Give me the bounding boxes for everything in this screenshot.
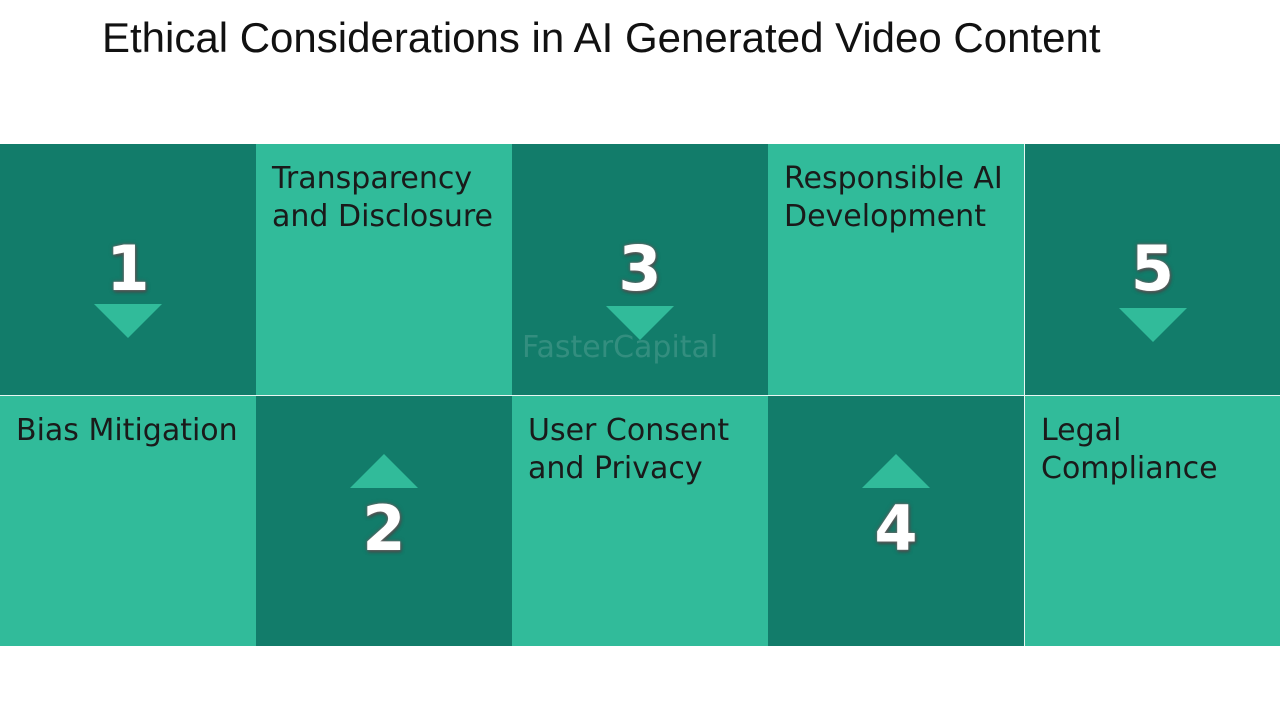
arrow-down-icon xyxy=(606,306,674,340)
arrow-down-icon xyxy=(1118,308,1187,342)
step-4-number: 4 xyxy=(874,492,918,565)
step-4-number-cell: 4 xyxy=(768,395,1024,646)
step-2-label: Transparency and Disclosure xyxy=(272,161,494,234)
step-4-label-cell: Responsible AI Development xyxy=(768,144,1024,395)
step-5-number: 5 xyxy=(1130,232,1175,305)
step-5-label-cell: Legal Compliance xyxy=(1024,395,1280,646)
step-2-number: 2 xyxy=(362,492,406,565)
step-3-label: User Consent and Privacy xyxy=(528,413,730,486)
step-4-label: Responsible AI Development xyxy=(784,161,1003,234)
step-3-label-cell: User Consent and Privacy xyxy=(512,395,768,646)
step-1-number-cell: 1 xyxy=(0,144,256,395)
arrow-up-icon xyxy=(862,454,930,488)
step-5-label: Legal Compliance xyxy=(1041,413,1218,486)
step-1-label-cell: Bias Mitigation xyxy=(0,395,256,646)
step-1-label: Bias Mitigation xyxy=(16,413,238,448)
process-grid: 1 Transparency and Disclosure 3 Responsi… xyxy=(0,144,1280,646)
step-2-number-cell: 2 xyxy=(256,395,512,646)
arrow-down-icon xyxy=(94,304,162,338)
page-title: Ethical Considerations in AI Generated V… xyxy=(102,14,1101,61)
step-5-number-cell: 5 xyxy=(1024,144,1280,395)
step-2-label-cell: Transparency and Disclosure xyxy=(256,144,512,395)
step-3-number-cell: 3 xyxy=(512,144,768,395)
step-1-number: 1 xyxy=(106,232,150,305)
step-3-number: 3 xyxy=(618,232,662,305)
arrow-up-icon xyxy=(350,454,418,488)
